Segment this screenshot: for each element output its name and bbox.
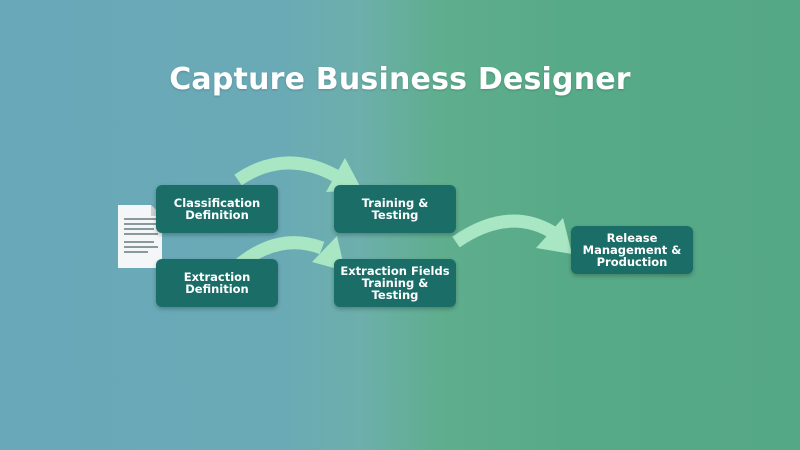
node-extraction-fields-training-testing: Extraction Fields Training & Testing bbox=[334, 259, 456, 307]
diagram-title: Capture Business Designer bbox=[169, 62, 631, 97]
document-icon bbox=[118, 205, 162, 268]
node-extraction-definition: Extraction Definition bbox=[156, 259, 278, 307]
node-training-testing: Training & Testing bbox=[334, 185, 456, 233]
arrow-training-to-release bbox=[452, 214, 572, 254]
node-classification-definition: Classification Definition bbox=[156, 185, 278, 233]
node-release-management-production: Release Management & Production bbox=[571, 226, 693, 274]
